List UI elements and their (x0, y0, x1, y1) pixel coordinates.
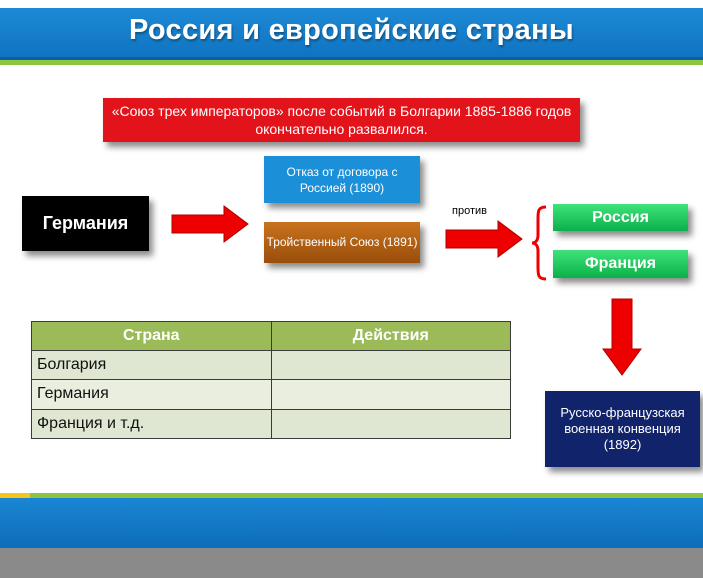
node-convention: Русско-французская военная конвенция (18… (545, 391, 700, 467)
node-triple-alliance-label: Тройственный Союз (1891) (266, 235, 418, 249)
table-cell-actions[interactable] (270, 379, 511, 410)
footer-bar (0, 498, 703, 548)
arrow-alliance-to-targets (445, 220, 523, 258)
note-text: «Союз трех императоров» после событий в … (111, 103, 572, 137)
table-row: Франция и т.д. (31, 408, 511, 440)
node-russia-label: Россия (592, 208, 649, 226)
node-germany-label: Германия (42, 213, 129, 233)
table-row: Болгария (31, 349, 511, 381)
node-russia: Россия (553, 204, 688, 231)
table-cell-actions[interactable] (270, 408, 511, 440)
header-divider-dark (0, 57, 703, 60)
node-refusal: Отказ от договора с Россией (1890) (264, 156, 420, 203)
header-divider-green (0, 60, 703, 65)
table-cell-actions[interactable] (270, 349, 511, 381)
node-france: Франция (553, 250, 688, 278)
edge-label-against: против (452, 205, 487, 217)
arrow-france-to-convention (602, 298, 642, 376)
node-france-label: Франция (585, 255, 656, 272)
table-cell-country: Германия (31, 379, 272, 410)
node-triple-alliance: Тройственный Союз (1891) (264, 222, 420, 263)
slide-title: Россия и европейские страны (129, 14, 574, 46)
node-germany: Германия (22, 196, 149, 251)
slide: Россия и европейские страны «Союз трех и… (0, 0, 703, 548)
arrow-germany-to-alliance (171, 205, 249, 243)
footer-accent-yellow (0, 493, 30, 498)
actions-table: Страна Действия Болгария Германия Франци… (31, 321, 511, 440)
brace-icon (531, 205, 547, 281)
node-refusal-label: Отказ от договора с Россией (1890) (286, 164, 398, 195)
note-box: «Союз трех императоров» после событий в … (103, 98, 580, 142)
table-header-row: Страна Действия (31, 321, 511, 351)
header-bar (0, 8, 703, 60)
node-convention-label: Русско-французская военная конвенция (18… (560, 405, 685, 452)
table-cell-country: Болгария (31, 349, 272, 381)
table-cell-country: Франция и т.д. (31, 408, 272, 440)
footer-accent-green (30, 493, 703, 498)
table-header-country: Страна (31, 321, 272, 351)
table-header-actions: Действия (270, 321, 511, 351)
table-row: Германия (31, 379, 511, 410)
